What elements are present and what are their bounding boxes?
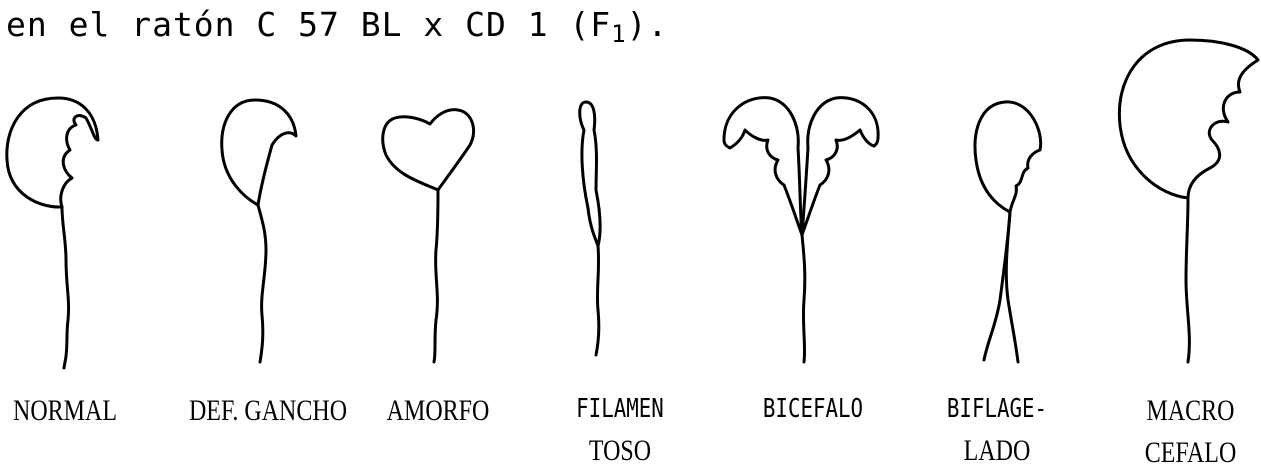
sperm-bicefalo-left-head	[724, 98, 802, 235]
sperm-amorfo-drawing	[383, 110, 474, 362]
sperm-biflagelado-drawing	[975, 102, 1041, 362]
label-normal-line1: NORMAL	[13, 396, 117, 426]
label-filamentoso-line2: TOSO	[560, 436, 680, 466]
sperm-macrocefalo-drawing	[1119, 40, 1258, 362]
sperm-amorfo-head	[383, 110, 474, 190]
sperm-biflagelado-head	[975, 102, 1041, 212]
label-bicefalo-line1: BICEFALO	[753, 396, 873, 422]
label-amorfo-line1: AMORFO	[382, 396, 494, 426]
sperm-bicefalo-right-head	[802, 98, 878, 235]
label-biflagelado: BIFLAGE- LADO	[937, 396, 1057, 466]
sperm-def-gancho-head	[222, 100, 296, 205]
sperm-normal-tail	[62, 207, 69, 362]
label-def-gancho-line1: DEF. GANCHO	[180, 396, 356, 426]
label-biflagelado-line1: BIFLAGE-	[937, 396, 1057, 422]
label-amorfo: AMORFO	[382, 396, 494, 426]
sperm-def-gancho-tail	[258, 205, 266, 362]
sperm-biflagelado-tail-right	[1006, 212, 1018, 362]
sperm-normal-head	[7, 98, 98, 207]
label-normal: NORMAL	[13, 396, 117, 426]
label-macrocefalo-line1: MACRO	[1134, 396, 1247, 426]
sperm-filamentoso-head	[580, 102, 600, 246]
sperm-bicefalo-drawing	[724, 98, 878, 362]
label-bicefalo: BICEFALO	[753, 396, 873, 422]
label-macrocefalo: MACRO CEFALO	[1134, 396, 1247, 468]
sperm-bicefalo-tail	[802, 235, 805, 362]
label-filamentoso-line1: FILAMEN	[560, 396, 680, 422]
sperm-normal-drawing	[7, 98, 98, 368]
sperm-filamentoso-drawing	[580, 102, 600, 355]
label-def-gancho: DEF. GANCHO	[180, 396, 356, 426]
label-biflagelado-line2: LADO	[937, 436, 1057, 466]
sperm-def-gancho-drawing	[222, 100, 296, 362]
sperm-macrocefalo-tail	[1186, 198, 1189, 362]
label-macrocefalo-line2: CEFALO	[1134, 438, 1247, 468]
label-filamentoso: FILAMEN TOSO	[560, 396, 680, 466]
sperm-macrocefalo-head	[1119, 40, 1258, 198]
sperm-filamentoso-tail	[596, 246, 599, 355]
sperm-amorfo-tail	[434, 190, 438, 362]
